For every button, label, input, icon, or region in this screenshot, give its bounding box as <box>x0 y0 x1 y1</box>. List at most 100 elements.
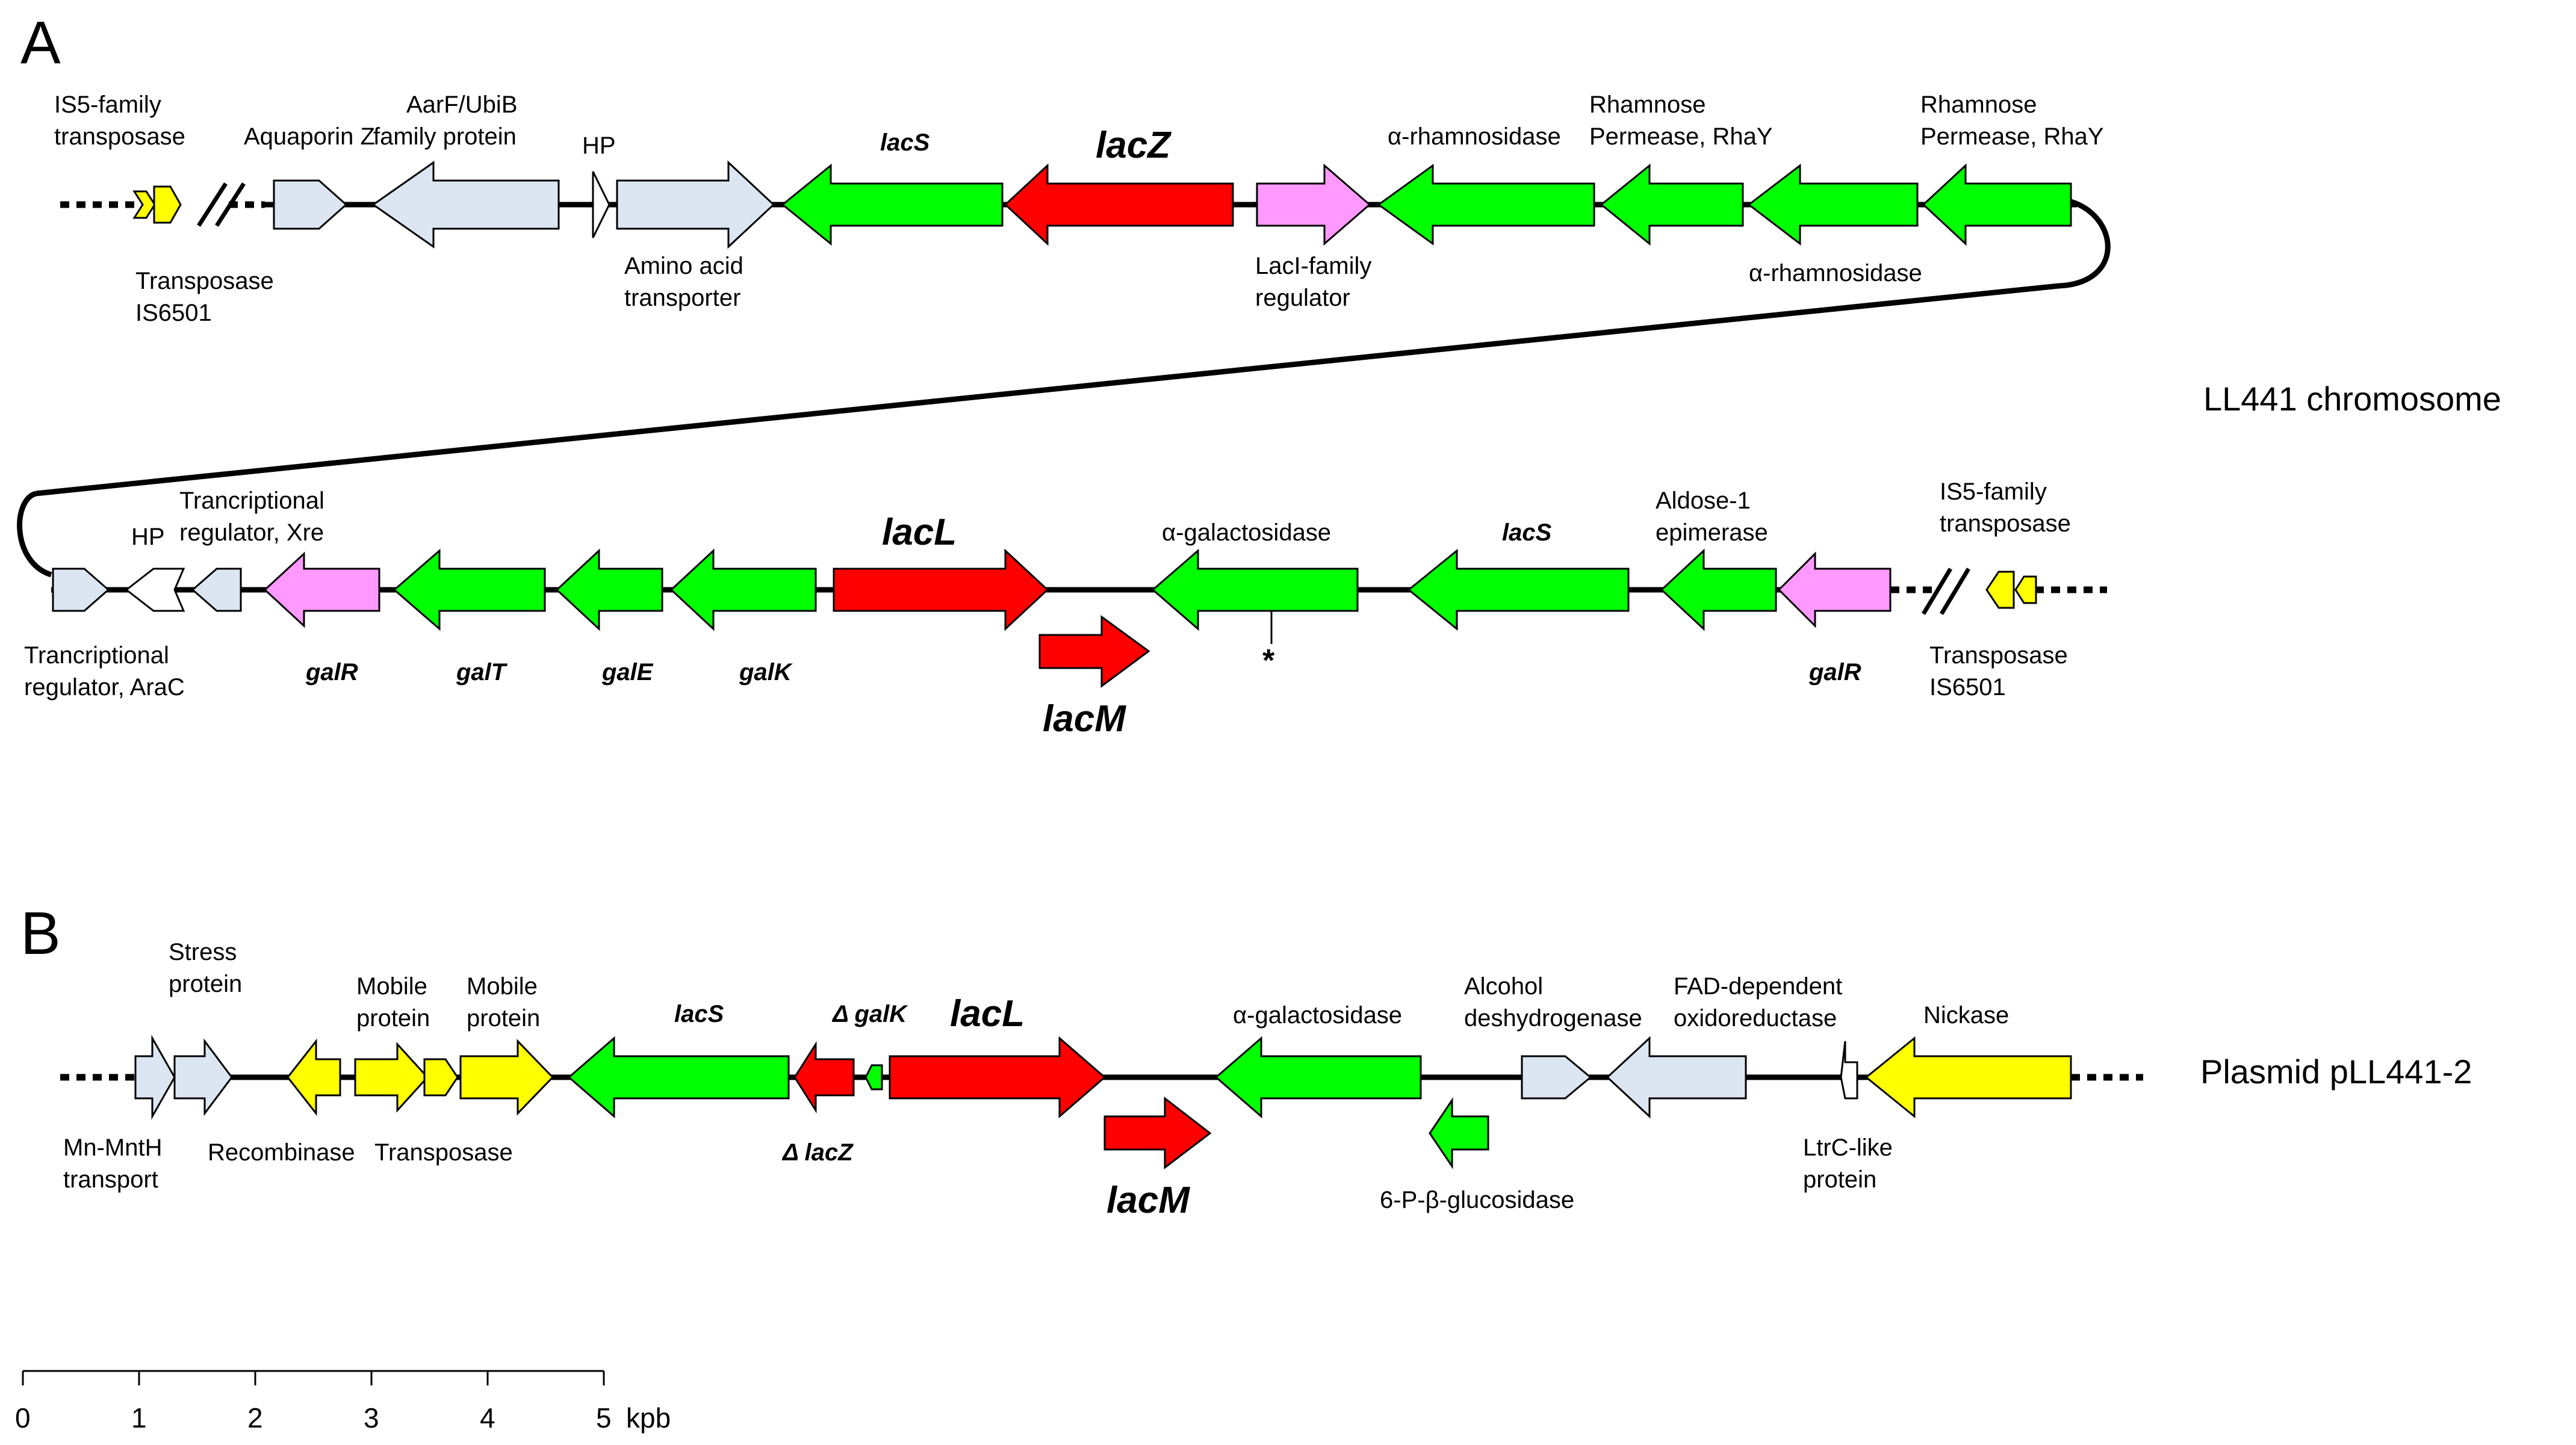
label-nickase: Nickase <box>1923 1002 2009 1029</box>
label-stress-1: Stress <box>169 939 237 965</box>
label-lacM-a: lacM <box>1043 698 1126 740</box>
label-xre-1: Trancriptional <box>179 487 324 514</box>
label-galT: galT <box>456 659 508 685</box>
gene-galT <box>393 548 546 631</box>
label-lacS-a2: lacS <box>1502 519 1552 546</box>
label-galK: galK <box>739 659 793 685</box>
gene-lacL-b <box>889 1036 1106 1119</box>
label-mobile-2b: protein <box>467 1005 540 1032</box>
gene-aarf-ubib <box>371 161 560 249</box>
gene-alpha-rhamnosidase-a2 <box>1747 163 1919 246</box>
label-is5-transposase-a2-1: IS5-family <box>1940 478 2047 505</box>
label-galR-left: galR <box>305 659 358 685</box>
gene-hp-a2 <box>125 568 185 612</box>
label-hp-a1: HP <box>582 132 616 159</box>
label-aquaporin-z: Aquaporin Z <box>244 123 375 150</box>
label-stress-2: protein <box>169 971 242 997</box>
gene-galE <box>555 548 663 631</box>
panelb-labels: Stress protein Mn-MntH transport Recombi… <box>63 939 2009 1221</box>
label-mobile-2a: Mobile <box>467 973 538 1000</box>
label-alcohol-dh-2: deshydrogenase <box>1464 1005 1642 1032</box>
gene-mobile-protein-2 <box>459 1039 554 1116</box>
gene-delta-galK <box>864 1064 883 1091</box>
gene-transposase-is6501-a2 <box>2014 575 2037 604</box>
row2-genes <box>52 548 2037 688</box>
gene-fad-oxidoreductase <box>1606 1036 1747 1119</box>
label-amino-acid-2: transporter <box>624 285 740 311</box>
label-alpha-rhamnosidase-bottom: α-rhamnosidase <box>1749 260 1922 286</box>
gene-amino-acid-transporter <box>616 160 775 249</box>
label-rhamnose-permease-1a: Rhamnose <box>1589 91 1705 118</box>
label-galR-right: galR <box>1808 659 1861 685</box>
gene-nickase <box>1864 1036 2072 1119</box>
scale-tick-2: 2 <box>247 1402 263 1434</box>
gene-ltrc-like <box>1840 1041 1858 1100</box>
gene-alcohol-dh <box>1521 1055 1592 1100</box>
label-delta-galK: Δ galK <box>831 1001 908 1027</box>
panel-a-letter: A <box>20 9 61 76</box>
row1-genes <box>132 160 2072 249</box>
scale-tick-3: 3 <box>364 1402 379 1434</box>
gene-aquaporin-z <box>273 179 348 230</box>
label-is5-transposase-2: transposase <box>54 123 185 150</box>
label-hp-a2: HP <box>131 524 165 550</box>
label-mobile-1a: Mobile <box>356 973 427 1000</box>
label-arac-1: Trancriptional <box>24 642 169 669</box>
label-ltrc-1: LtrC-like <box>1803 1134 1893 1161</box>
label-laci-2: regulator <box>1255 285 1350 311</box>
row1-break-mark <box>197 182 246 227</box>
label-aldose-2: epimerase <box>1656 519 1768 546</box>
scale-tick-1: 1 <box>131 1402 147 1434</box>
gene-lacS-a1 <box>781 163 1004 246</box>
gene-delta-lacZ <box>793 1041 855 1114</box>
label-transposase-b: Transposase <box>374 1139 513 1166</box>
gene-hp-a1 <box>592 171 610 238</box>
gene-galR-left <box>263 551 380 628</box>
label-aldose-1: Aldose-1 <box>1656 487 1751 514</box>
label-ltrc-2: protein <box>1803 1166 1876 1193</box>
label-lacM-b: lacM <box>1106 1180 1190 1221</box>
label-rhamnose-permease-1b: Permease, RhaY <box>1589 123 1773 150</box>
gene-lacM-b <box>1103 1096 1212 1170</box>
gene-transposase-is6501-a1 <box>153 185 182 224</box>
label-is5-transposase-a2-2: transposase <box>1940 510 2071 537</box>
gene-lacS-b <box>567 1036 790 1119</box>
row2-break-mark <box>1921 568 1971 615</box>
label-laci-1: LacI-family <box>1255 253 1371 279</box>
row2-labels: Trancriptional regulator, AraC HP Trancr… <box>24 478 2071 740</box>
gene-galK <box>669 548 817 631</box>
label-transposase-is6501-a2-1: Transposase <box>1929 642 2068 669</box>
panelb-genes <box>134 1035 2072 1170</box>
panel-a-title: LL441 chromosome <box>2203 380 2501 418</box>
label-rhamnose-permease-2b: Permease, RhaY <box>1920 123 2104 150</box>
label-alcohol-dh-1: Alcohol <box>1464 973 1543 1000</box>
gene-lacZ <box>1004 163 1234 246</box>
gene-galR-right <box>1777 551 1892 628</box>
gene-lacL-a <box>833 548 1049 631</box>
label-lacS-b: lacS <box>674 1001 724 1027</box>
gene-mn-mnth <box>134 1035 176 1120</box>
label-6p-beta-glucosidase: 6-P-β-glucosidase <box>1380 1187 1574 1213</box>
label-mobile-1b: protein <box>356 1005 430 1032</box>
label-recombinase: Recombinase <box>208 1139 355 1166</box>
label-alpha-galactosidase-b: α-galactosidase <box>1233 1002 1402 1029</box>
label-lacL-a: lacL <box>882 512 957 553</box>
label-fad-2: oxidoreductase <box>1674 1005 1837 1032</box>
gene-is5-transposase-a1 <box>132 190 156 219</box>
label-lacS-a1: lacS <box>880 129 930 156</box>
label-asterisk: * <box>1262 643 1275 678</box>
gene-transposase-b <box>423 1058 459 1097</box>
row1-labels: IS5-family transposase Transposase IS650… <box>54 91 2104 326</box>
gene-xre-regulator <box>191 568 242 612</box>
gene-rhamnose-permease-a1 <box>1600 163 1744 246</box>
gene-mobile-protein-1 <box>354 1042 429 1113</box>
label-amino-acid-1: Amino acid <box>624 253 743 279</box>
scale-tick-5: 5 <box>596 1402 612 1434</box>
label-aarf-ubib-2: family protein <box>373 123 517 150</box>
gene-alpha-rhamnosidase-a1 <box>1377 164 1595 246</box>
gene-alpha-galactosidase-a <box>1151 548 1359 631</box>
gene-aldose-epimerase <box>1660 548 1777 631</box>
label-lacZ: lacZ <box>1096 125 1172 166</box>
label-transposase-is6501-a2-2: IS6501 <box>1929 674 2006 701</box>
